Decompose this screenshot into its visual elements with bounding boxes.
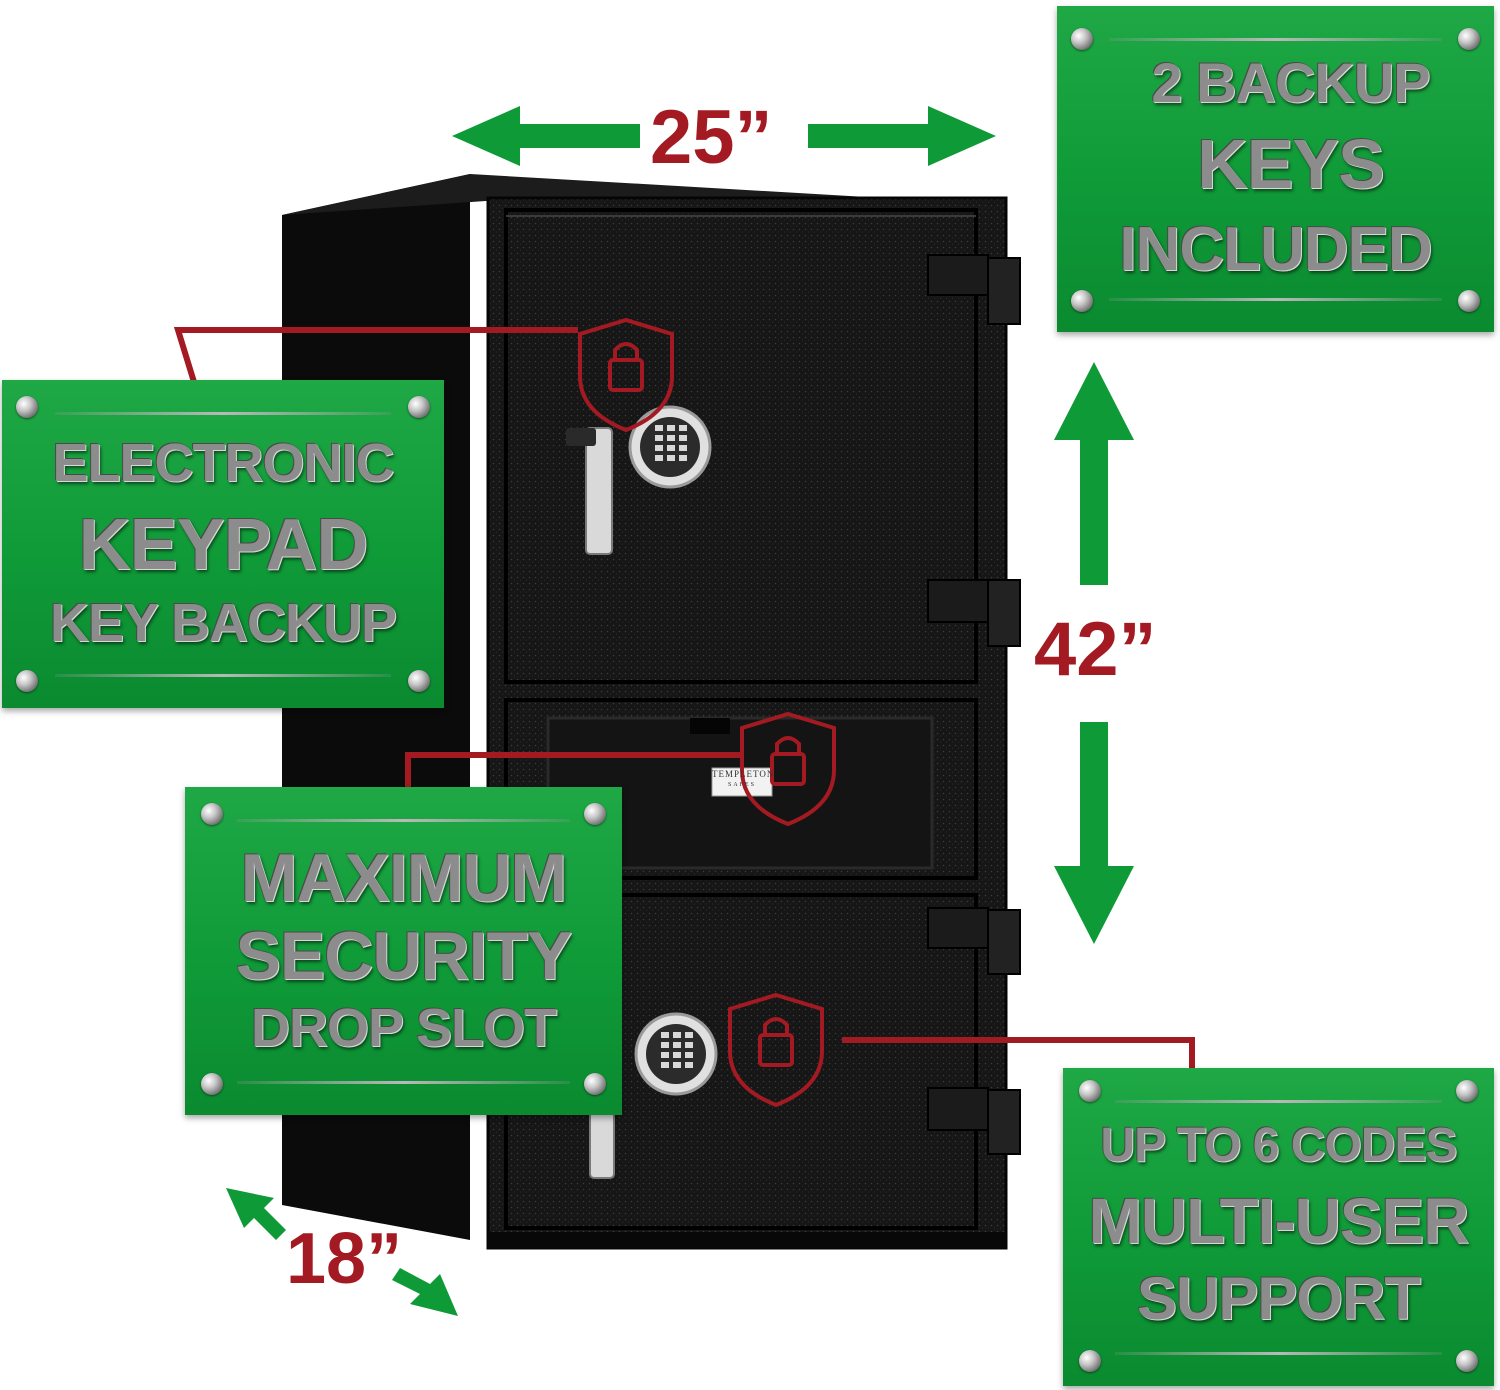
keys-plaque-line3: INCLUDED bbox=[1119, 215, 1432, 284]
keypad-plaque-line1: ELECTRONIC bbox=[52, 433, 395, 493]
dropslot-plaque-line2: SECURITY bbox=[235, 918, 573, 994]
bottom-door-handle bbox=[589, 1109, 615, 1179]
shield-lock-icon bbox=[740, 711, 836, 827]
codes-plaque-line1: UP TO 6 CODES bbox=[1100, 1119, 1458, 1172]
screw-icon bbox=[201, 1073, 223, 1095]
screw-icon bbox=[408, 670, 430, 692]
screw-icon bbox=[16, 396, 38, 418]
shield-lock-icon bbox=[728, 992, 824, 1108]
codes-plaque-line2: MULTI-USER bbox=[1088, 1185, 1470, 1257]
brand-sub: SAFES bbox=[727, 782, 756, 788]
brand-plate-text: TEMPLETON SAFES bbox=[712, 769, 775, 789]
depth-arrow bbox=[226, 1188, 458, 1316]
dropslot-plaque: MAXIMUM SECURITY DROP SLOT bbox=[185, 787, 622, 1115]
codes-plaque-line3: SUPPORT bbox=[1136, 1265, 1421, 1332]
codes-leader-line bbox=[842, 1037, 1195, 1068]
codes-plaque: UP TO 6 CODES MULTI-USER SUPPORT bbox=[1063, 1068, 1494, 1386]
hinge bbox=[927, 579, 989, 623]
hinge bbox=[927, 254, 989, 296]
screw-icon bbox=[1079, 1350, 1101, 1372]
dropslot-plaque-line3: DROP SLOT bbox=[250, 998, 557, 1058]
keys-plaque-line2: KEYS bbox=[1197, 125, 1385, 203]
screw-icon bbox=[408, 396, 430, 418]
screw-icon bbox=[1456, 1350, 1478, 1372]
hinge bbox=[927, 907, 989, 949]
bottom-keypad-icon bbox=[634, 1012, 718, 1096]
screw-icon bbox=[1071, 28, 1093, 50]
keys-plaque: 2 BACKUP KEYS INCLUDED bbox=[1057, 6, 1494, 332]
keypad-leader-line bbox=[173, 327, 578, 383]
top-door-handle bbox=[585, 427, 613, 555]
screw-icon bbox=[16, 670, 38, 692]
screw-icon bbox=[1456, 1080, 1478, 1102]
safe-top-edge bbox=[282, 174, 1005, 215]
depth-dimension-label: 18” bbox=[286, 1219, 403, 1299]
screw-icon bbox=[1458, 290, 1480, 312]
screw-icon bbox=[1071, 290, 1093, 312]
brand-name: TEMPLETON bbox=[712, 769, 775, 779]
width-arrow bbox=[452, 106, 996, 166]
dropslot-plaque-line1: MAXIMUM bbox=[240, 840, 567, 916]
screw-icon bbox=[1458, 28, 1480, 50]
keypad-plaque: ELECTRONIC KEYPAD KEY BACKUP bbox=[2, 380, 444, 708]
screw-icon bbox=[1079, 1080, 1101, 1102]
screw-icon bbox=[584, 1073, 606, 1095]
keypad-plaque-line3: KEY BACKUP bbox=[49, 593, 397, 653]
height-arrow bbox=[1054, 362, 1134, 944]
screw-icon bbox=[201, 803, 223, 825]
screw-icon bbox=[584, 803, 606, 825]
shield-lock-icon bbox=[578, 317, 674, 433]
height-dimension-label: 42” bbox=[1034, 607, 1157, 692]
dropslot-leader-line bbox=[405, 752, 742, 790]
keypad-plaque-line2: KEYPAD bbox=[78, 505, 369, 585]
width-dimension-label: 25” bbox=[650, 95, 773, 180]
top-keypad-icon bbox=[628, 405, 712, 489]
keys-plaque-line1: 2 BACKUP bbox=[1151, 51, 1430, 114]
hinge bbox=[927, 1087, 989, 1131]
